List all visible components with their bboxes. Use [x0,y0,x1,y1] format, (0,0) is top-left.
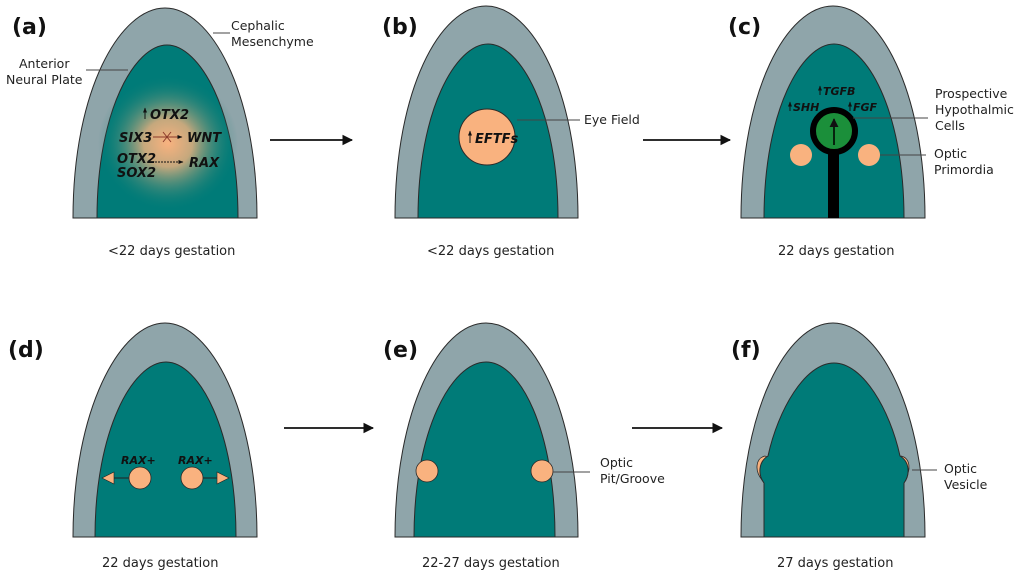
gene-otx2: OTX2 [117,152,156,167]
gene-six3: SIX3 [119,131,152,146]
gene-fgf: FGF [853,101,878,114]
gene-rax-left: RAX+ [121,454,156,467]
panel-f: (f) Optic Vesicle 27 days gestation [731,322,988,571]
callout-hypothalmic: Hypothalmic [935,102,1014,117]
callout-mesenchyme: Mesenchyme [231,34,314,49]
callout-cephalic: Cephalic [231,18,285,33]
gene-eftfs: EFTFs [475,132,519,147]
gene-otx2-up: OTX2 [150,108,189,123]
callout-primordia: Primordia [934,162,994,177]
callout-neural-plate: Neural Plate [6,72,83,87]
panel-e: (e) Optic Pit/Groove 22-27 days gestatio… [383,322,665,571]
eye-field [458,108,516,166]
callout-optic: Optic [934,146,967,161]
caption-a: <22 days gestation [108,244,235,259]
gene-wnt: WNT [187,131,222,146]
rax-cell-left [128,466,152,490]
rax-cell-right [180,466,204,490]
panel-label-c: (c) [728,15,761,40]
optic-pit-left [415,459,439,483]
gene-rax: RAX [189,156,220,171]
callout-anterior: Anterior [19,56,70,71]
panel-label-d: (d) [8,338,44,363]
panel-label-e: (e) [383,338,418,363]
gene-tgfb: TGFB [823,85,855,98]
midline-stalk [828,140,839,218]
callout-pit-groove: Pit/Groove [600,471,665,486]
panel-label-b: (b) [382,15,418,40]
callout-vesicle: Vesicle [944,477,988,492]
panel-d: (d) RAX+ RAX+ 22 days gestation [8,322,258,571]
caption-e: 22-27 days gestation [422,556,560,571]
optic-primordium-left [790,144,812,166]
gene-shh: SHH [793,101,819,114]
caption-c: 22 days gestation [778,244,894,259]
gene-sox2: SOX2 [117,166,156,181]
callout-cells: Cells [935,118,965,133]
caption-f: 27 days gestation [777,556,893,571]
anterior-neural-plate [759,362,909,538]
callout-eye-field: Eye Field [584,112,640,127]
callout-optic: Optic [944,461,977,476]
panel-a: (a) OTX2 SIX3 WNT OTX2 SOX2 RAX Cephalic… [6,7,314,259]
panel-label-a: (a) [12,15,47,40]
panel-b: (b) EFTFs Eye Field <22 days gestation [382,5,640,259]
callout-prospective: Prospective [935,86,1008,101]
gene-expression-glow [98,75,238,211]
caption-b: <22 days gestation [427,244,554,259]
optic-pit-right [530,459,554,483]
caption-d: 22 days gestation [102,556,218,571]
callout-optic: Optic [600,455,633,470]
migration-arrow-right-icon [216,471,230,485]
panel-c: (c) TGFB SHH FGF Prospective Hypothalmic… [728,5,1014,259]
optic-primordium-right [858,144,880,166]
panel-label-f: (f) [731,338,761,363]
migration-arrow-left-icon [101,471,115,485]
anterior-neural-plate [94,361,237,538]
gene-rax-right: RAX+ [178,454,213,467]
